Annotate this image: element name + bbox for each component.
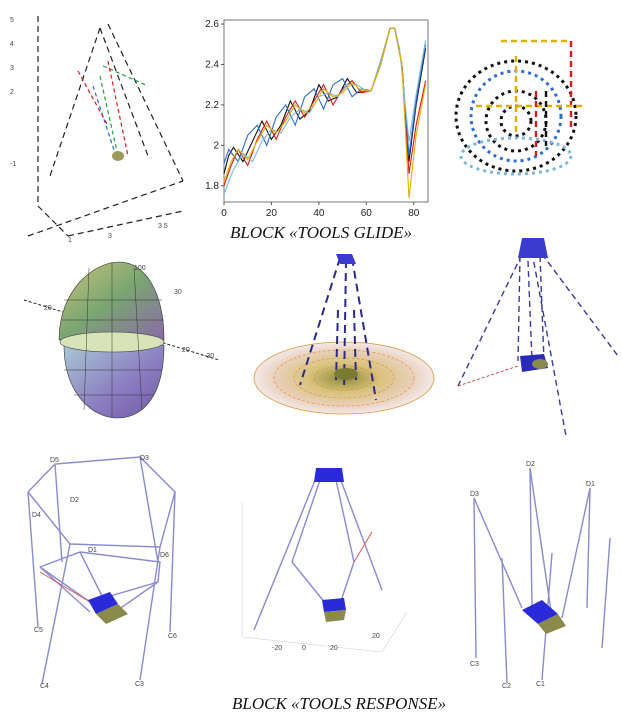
- y-tick-label: 2.4: [205, 59, 219, 70]
- line-chart: 0 20 40 60 80 1.8 2 2.2 2.4 2.6: [196, 12, 436, 222]
- plot-frame: [223, 19, 429, 203]
- svg-text:0: 0: [302, 645, 306, 652]
- series-line: [223, 27, 427, 174]
- y-tick-label: 2.2: [205, 100, 219, 111]
- svg-text:C3: C3: [135, 681, 144, 688]
- plot-3d-mount-on-disc: [248, 250, 440, 430]
- svg-text:D4: D4: [32, 512, 41, 519]
- svg-text:D3: D3: [140, 455, 149, 462]
- series-line: [223, 27, 427, 195]
- svg-text:2: 2: [10, 89, 14, 96]
- x-tick-label: 20: [266, 208, 278, 219]
- svg-text:3 5: 3 5: [158, 223, 168, 230]
- svg-text:D3: D3: [470, 491, 479, 498]
- svg-text:D6: D6: [160, 552, 169, 559]
- x-tick-label: 60: [361, 208, 373, 219]
- svg-text:C1: C1: [536, 681, 545, 688]
- caption-tools-response: BLOCK «TOOLS RESPONSE»: [232, 694, 447, 713]
- svg-text:C2: C2: [502, 683, 511, 690]
- svg-text:3: 3: [108, 233, 112, 240]
- svg-text:5: 5: [10, 17, 14, 24]
- series-line: [223, 27, 427, 199]
- plot-3d-pyramid-wireframe: 5 4 3 2 -1 1 3 3 5: [8, 6, 193, 244]
- svg-text:3: 3: [10, 65, 14, 72]
- svg-text:4: 4: [10, 41, 14, 48]
- svg-text:100: 100: [134, 265, 146, 272]
- y-tick-label: 1.8: [205, 181, 219, 192]
- svg-text:-30: -30: [204, 353, 214, 360]
- caption-tools-glide: BLOCK «TOOLS GLIDE»: [230, 223, 413, 242]
- svg-text:20: 20: [44, 305, 52, 312]
- x-tick-label: 40: [313, 208, 325, 219]
- plot-3d-ellipsoid-surface: 20 -30 20 30 100: [4, 250, 224, 425]
- svg-text:20: 20: [372, 633, 380, 640]
- svg-text:20: 20: [182, 347, 190, 354]
- svg-text:30: 30: [174, 289, 182, 296]
- svg-text:D2: D2: [70, 497, 79, 504]
- svg-text:D2: D2: [526, 461, 535, 468]
- plot-3d-dotted-sphere: [446, 36, 618, 186]
- svg-text:C5: C5: [34, 627, 43, 634]
- y-tick-label: 2.6: [205, 19, 219, 30]
- x-tick-label: 80: [408, 208, 420, 219]
- y-tick-label: 2: [213, 140, 219, 151]
- svg-text:20: 20: [330, 645, 338, 652]
- svg-text:C4: C4: [40, 683, 49, 690]
- series-line: [223, 27, 427, 164]
- plot-3d-tetrahedral-frame: -20 0 20 20: [232, 462, 410, 658]
- svg-text:1: 1: [68, 237, 72, 244]
- svg-text:D1: D1: [88, 547, 97, 554]
- svg-text:C3: C3: [470, 661, 479, 668]
- svg-text:-1: -1: [10, 161, 16, 168]
- line-chart-svg: 0 20 40 60 80 1.8 2 2.2 2.4 2.6: [205, 19, 429, 219]
- svg-text:D5: D5: [50, 457, 59, 464]
- svg-text:C6: C6: [168, 633, 177, 640]
- svg-text:-20: -20: [272, 645, 282, 652]
- svg-text:D1: D1: [586, 481, 595, 488]
- plot-3d-suspended-platform: [448, 236, 620, 441]
- x-tick-label: 0: [221, 208, 227, 219]
